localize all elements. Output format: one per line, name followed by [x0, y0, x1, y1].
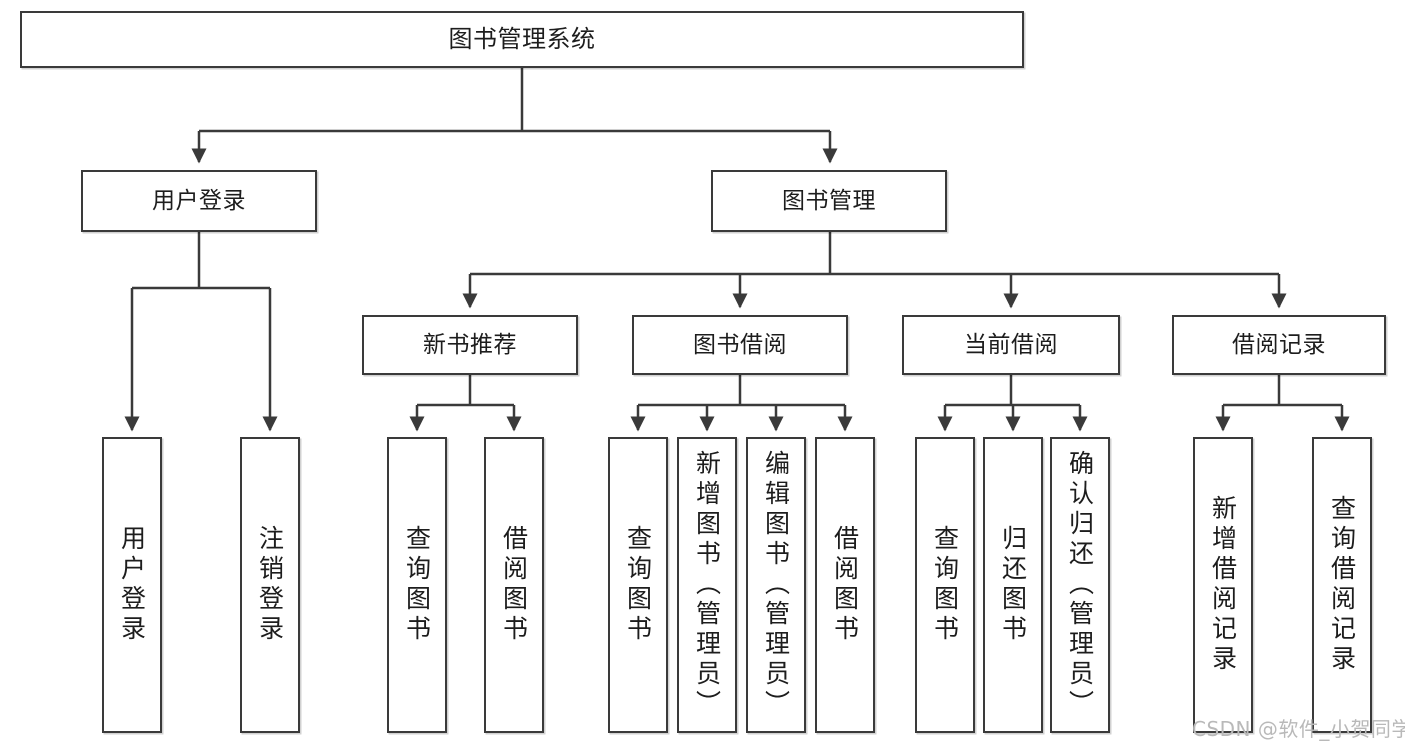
node-label: 用户登录	[117, 525, 147, 645]
leaf-current-confirm-return-admin[interactable]: 确认归还（管理员）	[1050, 437, 1110, 733]
leaf-record-query[interactable]: 查询借阅记录	[1312, 437, 1372, 733]
node-label: 注销登录	[255, 525, 285, 645]
leaf-borrow-query-book[interactable]: 查询图书	[608, 437, 668, 733]
leaf-borrow-borrow-book[interactable]: 借阅图书	[815, 437, 875, 733]
node-label: 图书借阅	[693, 331, 787, 358]
node-book-borrow[interactable]: 图书借阅	[632, 315, 848, 375]
leaf-record-add[interactable]: 新增借阅记录	[1193, 437, 1253, 733]
leaf-new-book-borrow[interactable]: 借阅图书	[484, 437, 544, 733]
node-borrow-record[interactable]: 借阅记录	[1172, 315, 1386, 375]
node-label: 新增图书（管理员）	[692, 450, 722, 720]
leaf-current-query-book[interactable]: 查询图书	[915, 437, 975, 733]
node-label: 图书管理	[782, 187, 876, 214]
node-label: 借阅记录	[1232, 331, 1326, 358]
node-label: 查询图书	[930, 525, 960, 645]
node-label: 借阅图书	[830, 525, 860, 645]
node-label: 查询图书	[402, 525, 432, 645]
node-label: 确认归还（管理员）	[1065, 450, 1095, 720]
node-label: 当前借阅	[964, 331, 1058, 358]
node-label: 用户登录	[152, 187, 246, 214]
node-label: 新增借阅记录	[1208, 495, 1238, 675]
node-book-management[interactable]: 图书管理	[711, 170, 947, 232]
leaf-user-logout[interactable]: 注销登录	[240, 437, 300, 733]
leaf-current-return-book[interactable]: 归还图书	[983, 437, 1043, 733]
leaf-new-book-query[interactable]: 查询图书	[387, 437, 447, 733]
node-current-borrow[interactable]: 当前借阅	[902, 315, 1120, 375]
leaf-user-login[interactable]: 用户登录	[102, 437, 162, 733]
node-label: 查询图书	[623, 525, 653, 645]
node-label: 归还图书	[998, 525, 1028, 645]
leaf-borrow-edit-book-admin[interactable]: 编辑图书（管理员）	[746, 437, 806, 733]
node-label: 查询借阅记录	[1327, 495, 1357, 675]
node-label: 图书管理系统	[448, 24, 596, 53]
node-label: 借阅图书	[499, 525, 529, 645]
node-new-book-recommend[interactable]: 新书推荐	[362, 315, 578, 375]
node-label: 新书推荐	[423, 331, 517, 358]
node-label: 编辑图书（管理员）	[761, 450, 791, 720]
watermark-text: CSDN @软件_小贺同学	[1192, 717, 1405, 741]
node-user-login[interactable]: 用户登录	[81, 170, 317, 232]
leaf-borrow-add-book-admin[interactable]: 新增图书（管理员）	[677, 437, 737, 733]
node-root-system[interactable]: 图书管理系统	[20, 11, 1024, 68]
